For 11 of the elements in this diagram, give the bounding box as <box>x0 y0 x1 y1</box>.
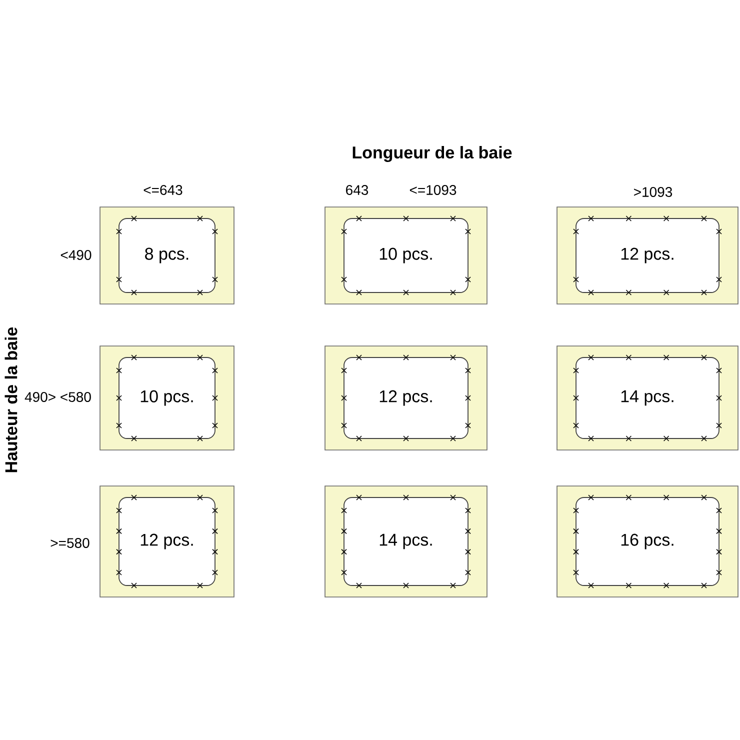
quantity-box: 10 pcs. <box>100 346 234 450</box>
quantity-box: 14 pcs. <box>556 346 738 450</box>
quantity-box: 10 pcs. <box>324 206 488 304</box>
quantity-box: 14 pcs. <box>324 486 488 598</box>
quantity-box: 12 pcs. <box>324 346 488 450</box>
axis-title: Hauteur de la baie <box>4 327 18 472</box>
quantity-box: 8 pcs. <box>100 206 234 304</box>
quantity-box: 12 pcs. <box>100 486 234 598</box>
quantity-box: 12 pcs. <box>556 206 738 304</box>
axis-title: Longueur de la baie <box>352 146 512 162</box>
quantity-box: 16 pcs. <box>556 486 738 598</box>
